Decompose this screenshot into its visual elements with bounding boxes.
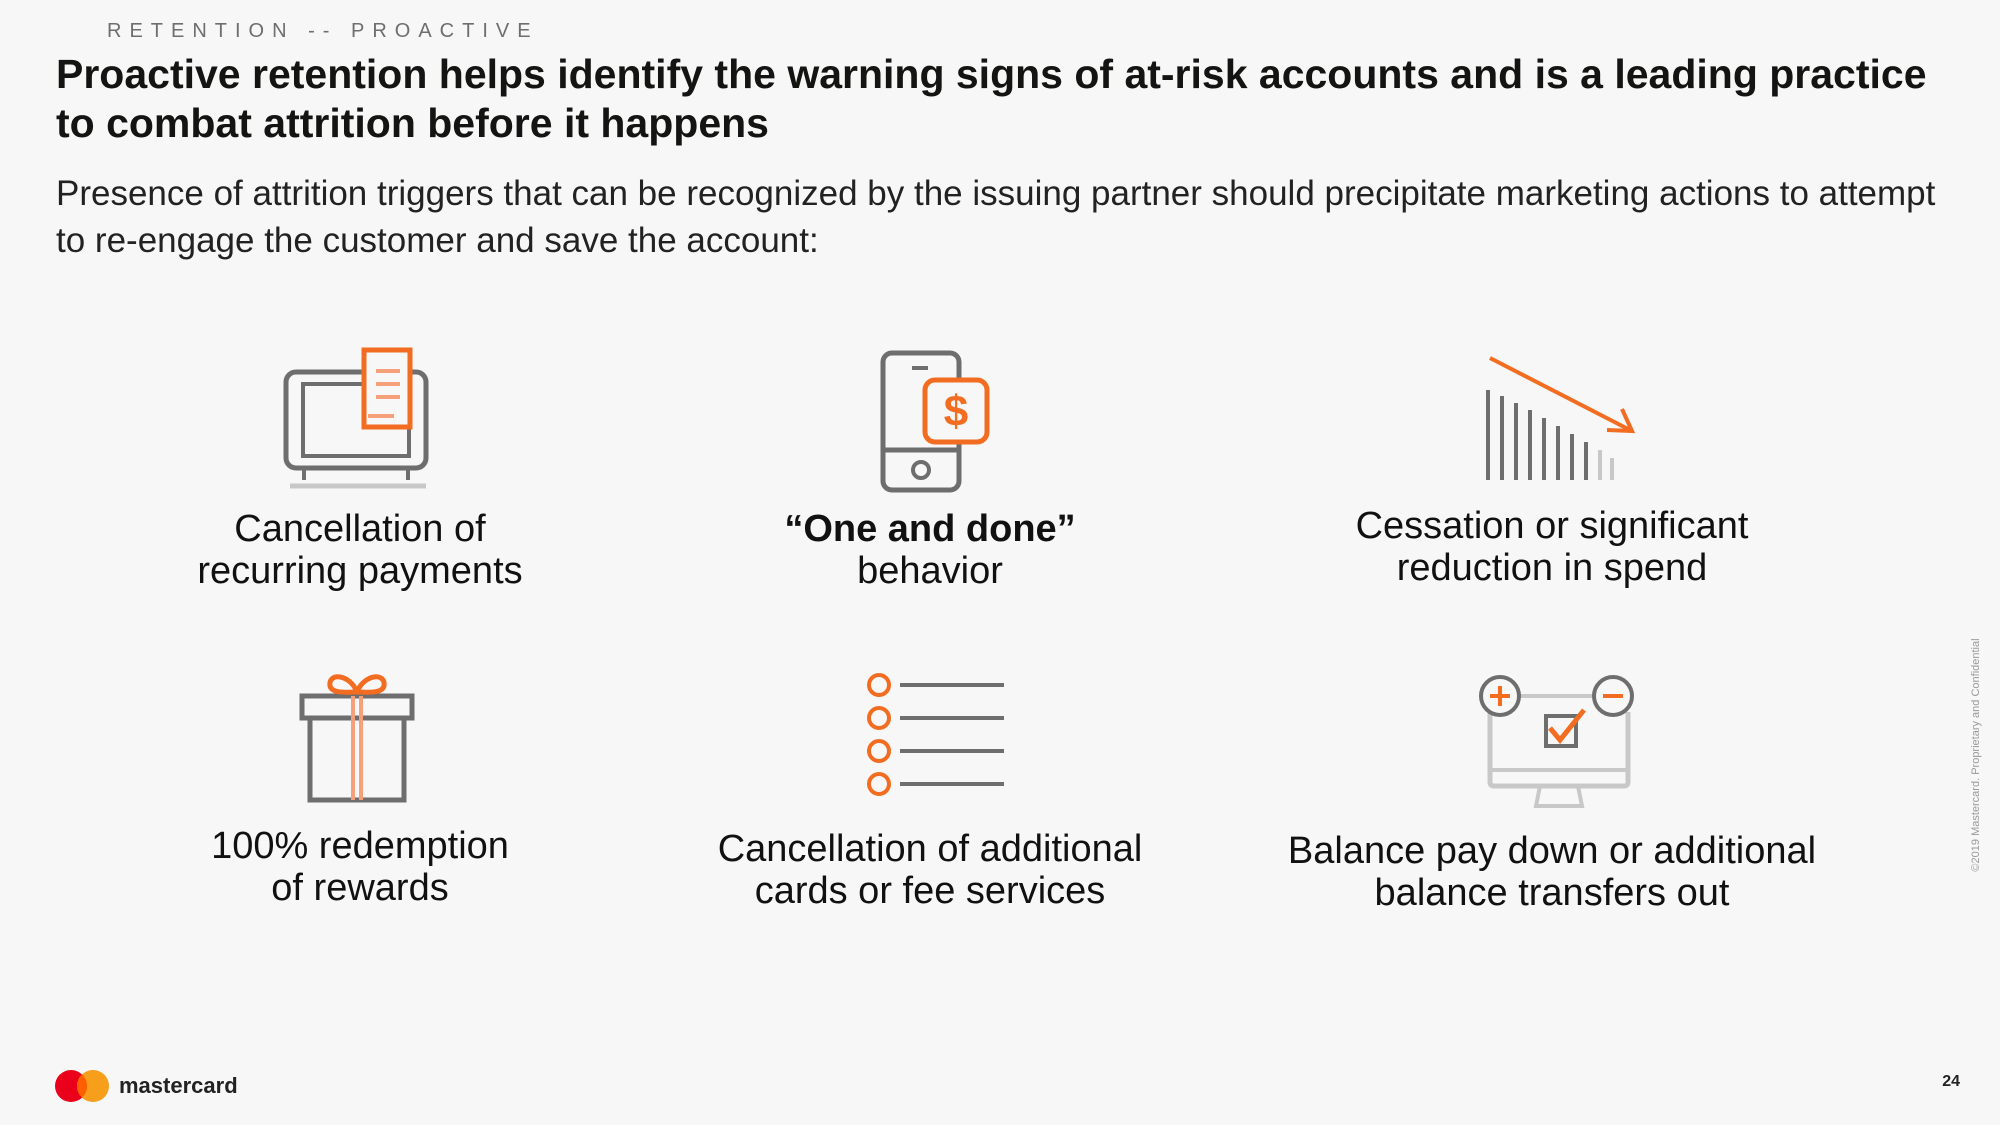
trigger-label-line2: balance transfers out [1374,872,1730,914]
trigger-label-line2: behavior [857,550,1003,592]
trigger-label-line1: Cessation or significant [1355,505,1749,547]
payment-terminal-icon [282,346,432,491]
page-number: 24 [1942,1073,1960,1090]
svg-text:$: $ [944,387,968,436]
page-title: Proactive retention helps identify the w… [56,51,1927,146]
mobile-payment-icon: $ [880,350,995,495]
trigger-label-line2: recurring payments [197,550,523,592]
page-subtitle: Presence of attrition triggers that can … [56,174,1936,260]
trigger-label-line1: Cancellation of [234,508,486,550]
trigger-label-recurring: Cancellation of recurring payments [130,508,590,592]
copyright-notice: ©2019 Mastercard. Proprietary and Confid… [1970,638,1982,872]
trigger-label-line1: Balance pay down or additional [1287,830,1817,872]
trigger-label-line1: 100% redemption [211,825,509,867]
checklist-icon [862,668,1012,803]
mastercard-logo: mastercard [55,1070,238,1102]
brand-name: mastercard [119,1073,238,1098]
trigger-label-cards: Cancellation of additional cards or fee … [670,828,1190,912]
trigger-label-line1: “One and done” [784,508,1076,550]
declining-bars-icon [1482,354,1642,484]
gift-box-icon [298,660,418,805]
trigger-label-line2: cards or fee services [754,870,1106,912]
trigger-label-line1: Cancellation of additional [717,828,1143,870]
trigger-label-line2: of rewards [271,867,449,909]
trigger-label-line2: reduction in spend [1396,547,1708,589]
eyebrow: RETENTION -- PROACTIVE [107,20,539,42]
trigger-label-spend: Cessation or significant reduction in sp… [1292,505,1812,589]
trigger-label-one-and-done: “One and done” behavior [700,508,1160,592]
trigger-label-rewards: 100% redemption of rewards [130,825,590,909]
mastercard-circles-icon [55,1070,109,1102]
balance-monitor-icon [1478,672,1638,812]
trigger-label-balance: Balance pay down or additional balance t… [1252,830,1852,914]
